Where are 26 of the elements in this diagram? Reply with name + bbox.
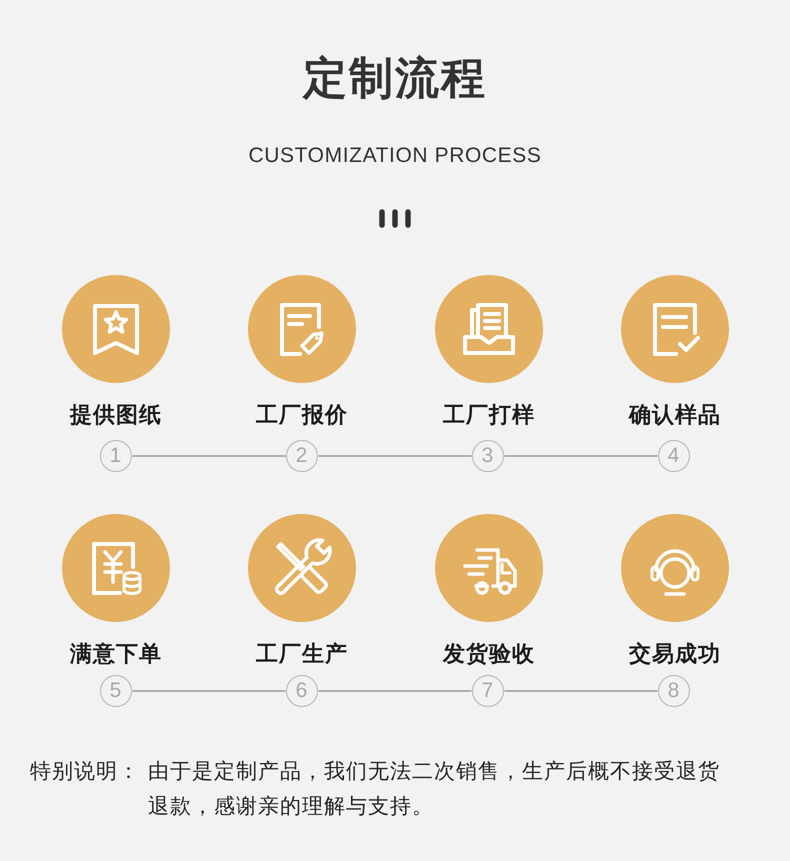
step-number: 3 — [472, 440, 504, 472]
connector-line — [504, 455, 658, 457]
step-label: 发货验收 — [443, 641, 535, 667]
subtitle: CUSTOMIZATION PROCESS — [248, 143, 542, 169]
step-number: 8 — [658, 674, 690, 706]
connector-line — [132, 455, 286, 457]
step-label: 提供图纸 — [70, 402, 162, 428]
connector-line — [318, 690, 472, 692]
step-number: 7 — [472, 674, 504, 706]
step-number: 1 — [100, 440, 132, 472]
step-number: 4 — [658, 440, 690, 472]
note-heading: 特别说明： — [30, 759, 140, 785]
connector-line — [132, 690, 286, 692]
step-label: 确认样品 — [629, 402, 721, 428]
note-text: 由于是定制产品，我们无法二次销售，生产后概不接受退货退款，感谢亲的理解与支持。 — [148, 759, 721, 820]
step-label: 满意下单 — [70, 641, 162, 667]
step-label: 工厂报价 — [256, 402, 348, 428]
step-number: 6 — [286, 674, 318, 706]
page-title: 定制流程 — [303, 53, 487, 105]
connector-line — [318, 455, 472, 457]
step-label: 工厂打样 — [443, 402, 535, 428]
step-number: 5 — [100, 674, 132, 706]
step-number: 2 — [286, 440, 318, 472]
step-label: 工厂生产 — [256, 641, 348, 667]
step-label: 交易成功 — [629, 641, 721, 667]
connector-line — [504, 690, 658, 692]
